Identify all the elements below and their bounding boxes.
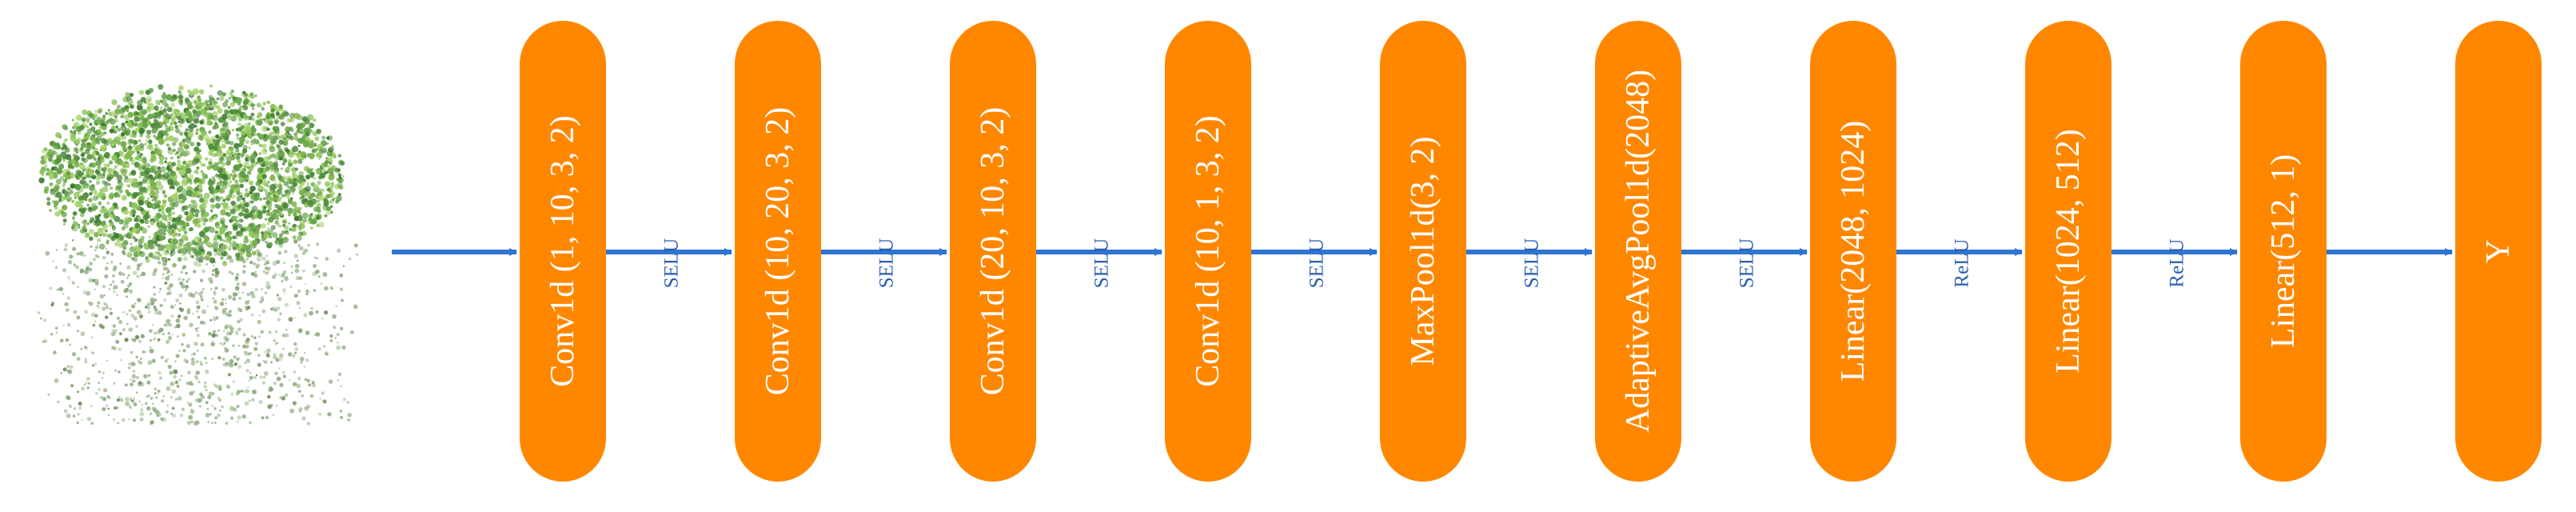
connectors: SELU SELU SELU SELU SELU SELU ReLU ReLU (392, 238, 2453, 289)
layer-block (1380, 21, 1466, 482)
activation-label: SELU (1521, 238, 1543, 289)
activation-label: SELU (1737, 238, 1758, 289)
layer-block (1165, 21, 1251, 482)
layer-block (2240, 21, 2327, 482)
layer-label: Y (2480, 239, 2517, 263)
activation-label: SELU (661, 238, 683, 289)
activation-label: SELU (876, 238, 898, 289)
layer-block (520, 21, 606, 482)
layer-label: Conv1d (20, 10, 3, 2) (975, 107, 1011, 396)
activation-label: SELU (1306, 238, 1328, 289)
layer-label: Linear(1024, 512) (2050, 129, 2087, 374)
layer-block (1810, 21, 1896, 482)
layer-block (950, 21, 1036, 482)
activation-label: ReLU (1952, 238, 1973, 287)
layer-label: Linear(512, 1) (2265, 154, 2302, 349)
activation-label: SELU (1091, 238, 1113, 289)
layer-label: Conv1d (10, 20, 3, 2) (760, 107, 796, 396)
layer-block (2455, 21, 2542, 482)
layer-block (1595, 21, 1681, 482)
layer-block (735, 21, 821, 482)
layer-label: AdaptiveAvgPool1d(2048) (1620, 70, 1657, 433)
layer-block (2025, 21, 2111, 482)
activation-label: ReLU (2167, 238, 2188, 287)
layer-label: Linear(2048, 1024) (1835, 121, 1872, 382)
layer-blocks: Conv1d (1, 10, 3, 2) Conv1d (10, 20, 3, 2… (520, 21, 2542, 482)
point-cloud-tree-image (37, 84, 358, 426)
layer-label: MaxPool1d(3, 2) (1405, 137, 1442, 366)
layer-label: Conv1d (1, 10, 3, 2) (544, 115, 581, 387)
layer-label: Conv1d (10, 1, 3, 2) (1190, 115, 1226, 387)
